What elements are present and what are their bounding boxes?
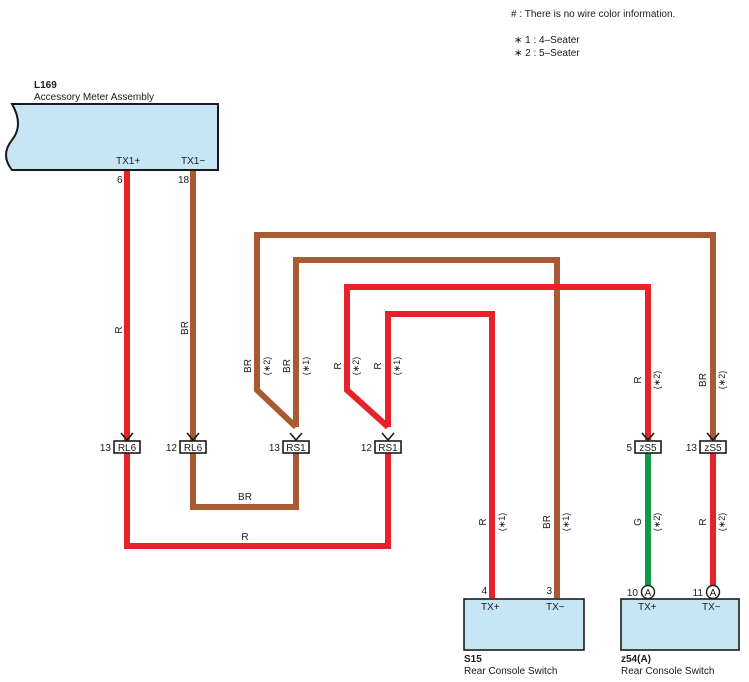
wire-label-variant: (∗1)	[301, 357, 311, 376]
z54-pin-label-txm: TX−	[702, 602, 721, 613]
z54-connector-a-circle	[640, 584, 656, 600]
l169-pin-number-18: 18	[178, 175, 190, 186]
junction-box	[113, 440, 141, 454]
s15-pin-number-3: 3	[546, 586, 552, 597]
wire-label-color: BR	[542, 515, 553, 529]
junction-box	[179, 440, 207, 454]
wire-label-color: BR	[698, 373, 709, 387]
wire-label-variant: (∗1)	[561, 513, 571, 532]
wire-label-color: R	[478, 518, 489, 525]
junction-pin: 5	[626, 443, 632, 454]
s15-name: Rear Console Switch	[464, 666, 557, 677]
junction-rl6-13: RL6 13	[100, 440, 141, 454]
junction-pin: 13	[269, 443, 281, 454]
arrow-rs1-13	[289, 432, 303, 442]
arrow-rl6-13	[120, 432, 134, 442]
z54-connector-a-circle	[705, 584, 721, 600]
z54-pin-label-txp: TX+	[638, 602, 657, 613]
junction-pin: 13	[686, 443, 698, 454]
junction-pin: 13	[100, 443, 112, 454]
junction-rl6-12: RL6 12	[166, 440, 207, 454]
wire-r-rs1-s15	[385, 311, 495, 598]
arrowheads	[120, 432, 720, 442]
junction-id: RS1	[378, 443, 398, 454]
wire-label-variant: (∗2)	[652, 371, 662, 390]
wire-label-variant: (∗2)	[717, 371, 727, 390]
s15-pin-label-txm: TX−	[546, 602, 565, 613]
junction-box	[374, 440, 402, 454]
junction-box	[282, 440, 310, 454]
wire-label-color: R	[333, 362, 344, 369]
wire-label-color: R	[633, 376, 644, 383]
junction-zs5-13: zS5 13	[686, 440, 727, 454]
wire-label-variant: (∗2)	[652, 513, 662, 532]
wire-label-variant: (∗1)	[392, 357, 402, 376]
wire-br-rs1-s15	[293, 257, 560, 598]
l169-code: L169	[34, 80, 57, 91]
junction-pin: 12	[166, 443, 178, 454]
z54-connector-a-label: A	[710, 588, 717, 599]
junction-pin: 12	[361, 443, 373, 454]
l169-pin-label-tx1m: TX1−	[181, 156, 205, 167]
junction-rs1-12: RS1 12	[361, 440, 402, 454]
wire-label-color: R	[373, 362, 384, 369]
z54-body	[620, 598, 740, 651]
note-variant-2: ∗ 2 : 5–Seater	[514, 48, 580, 59]
wire-label-color: G	[633, 518, 644, 526]
brown-wires	[190, 171, 716, 598]
z54-pin-number-10: 10	[627, 588, 639, 599]
wire-label-color: R	[241, 532, 248, 543]
l169-body	[5, 103, 219, 171]
wire-br-rs1-zs5	[254, 232, 716, 440]
arrow-rl6-12	[186, 432, 200, 442]
junction-id: RL6	[118, 443, 137, 454]
junction-id: zS5	[704, 443, 722, 454]
wire-label-color: BR	[282, 359, 293, 373]
note-variant-1: ∗ 1 : 4–Seater	[514, 35, 580, 46]
z54-connector-a-label: A	[645, 588, 652, 599]
junction-zs5-5: zS5 5	[626, 440, 662, 454]
note-no-color: # : There is no wire color information.	[511, 9, 675, 20]
wire-label-variant: (∗1)	[497, 513, 507, 532]
arrow-rs1-12	[381, 432, 395, 442]
l169-pin-label-tx1p: TX1+	[116, 156, 140, 167]
s15-code: S15	[464, 654, 482, 665]
s15-pin-label-txp: TX+	[481, 602, 500, 613]
junction-box	[699, 440, 727, 454]
l169-name: Accessory Meter Assembly	[34, 92, 154, 103]
arrow-zs5-5	[641, 432, 655, 442]
wire-label-color: BR	[180, 321, 191, 335]
wire-br-l169-rl6-rs1	[190, 171, 299, 510]
junction-rs1-13: RS1 13	[269, 440, 310, 454]
arrow-zs5-13	[706, 432, 720, 442]
wire-r-l169-rl6-rs1	[124, 171, 391, 549]
wire-label-color: BR	[238, 492, 252, 503]
z54-pin-number-11: 11	[693, 588, 704, 599]
s15-pin-number-4: 4	[481, 586, 487, 597]
s15-body	[463, 598, 585, 651]
z54-name: Rear Console Switch	[621, 666, 714, 677]
junction-id: zS5	[639, 443, 657, 454]
l169-pin-number-6: 6	[117, 175, 123, 186]
red-wires	[124, 171, 716, 598]
wire-label-color: BR	[243, 359, 254, 373]
wire-label-color: R	[114, 326, 125, 333]
junction-id: RL6	[184, 443, 203, 454]
junction-id: RS1	[286, 443, 306, 454]
wire-label-variant: (∗2)	[262, 357, 272, 376]
wire-r-rs1-zs5	[344, 284, 651, 440]
wire-label-color: R	[698, 518, 709, 525]
z54-code: z54(A)	[621, 654, 651, 665]
wire-label-variant: (∗2)	[717, 513, 727, 532]
wire-label-variant: (∗2)	[351, 357, 361, 376]
junction-box	[634, 440, 662, 454]
